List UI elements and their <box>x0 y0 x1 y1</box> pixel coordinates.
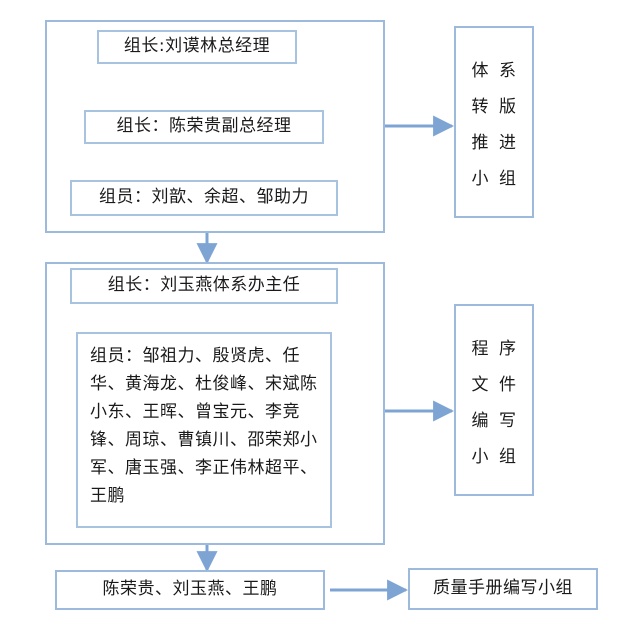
group1-label-char-1-2: 推 <box>471 132 489 153</box>
group2-label-char-1-2: 编 <box>471 410 489 431</box>
group3-members-text: 陈荣贵、刘玉燕、王鹏 <box>102 579 278 600</box>
group1-leader-secondary-text: 组长：陈荣贵副总经理 <box>116 116 292 137</box>
group1-label-char-2-3: 组 <box>499 168 517 189</box>
group1-label-col2: 系 版 进 组 <box>499 56 517 189</box>
group1-members-text: 组员：刘歆、余超、邹助力 <box>99 187 309 208</box>
group2-label-char-1-3: 小 <box>471 446 489 467</box>
group1-leader-secondary-box[interactable]: 组长：陈荣贵副总经理 <box>84 110 324 144</box>
group1-label-col1: 体 转 推 小 <box>472 56 490 189</box>
group1-leader-primary-box[interactable]: 组长:刘谟林总经理 <box>97 30 297 64</box>
group2-label-char-1-0: 程 <box>471 338 489 359</box>
group2-members-box[interactable]: 组员：邹祖力、殷贤虎、任华、黄海龙、杜俊峰、宋斌陈小东、王晖、曾宝元、李竞锋、周… <box>76 332 332 528</box>
group2-label-box[interactable]: 序 件 写 组 程 文 编 小 <box>454 304 534 496</box>
group2-label-char-2-2: 写 <box>499 410 517 431</box>
group2-members-text: 组员：邹祖力、殷贤虎、任华、黄海龙、杜俊峰、宋斌陈小东、王晖、曾宝元、李竞锋、周… <box>90 346 318 506</box>
group2-leader-text: 组长：刘玉燕体系办主任 <box>107 275 301 296</box>
group1-label-box[interactable]: 系 版 进 组 体 转 推 小 <box>454 26 534 218</box>
group1-leader-primary-text: 组长:刘谟林总经理 <box>123 36 271 57</box>
group3-members-box[interactable]: 陈荣贵、刘玉燕、王鹏 <box>55 570 325 610</box>
group3-label-text: 质量手册编写小组 <box>433 578 573 599</box>
group1-label-char-2-0: 系 <box>499 60 517 81</box>
group1-label-vertical-text: 系 版 进 组 体 转 推 小 <box>472 56 517 189</box>
group1-members-box[interactable]: 组员：刘歆、余超、邹助力 <box>70 180 338 216</box>
group2-label-char-2-0: 序 <box>499 338 517 359</box>
group2-label-char-1-1: 文 <box>471 374 489 395</box>
group2-label-vertical-text: 序 件 写 组 程 文 编 小 <box>472 334 517 467</box>
group1-label-char-2-2: 进 <box>499 132 517 153</box>
group2-label-char-2-3: 组 <box>499 446 517 467</box>
group1-label-char-1-1: 转 <box>471 96 489 117</box>
group2-label-col2: 序 件 写 组 <box>499 334 517 467</box>
group2-label-char-2-1: 件 <box>499 374 517 395</box>
group2-label-col1: 程 文 编 小 <box>472 334 490 467</box>
group3-label-box[interactable]: 质量手册编写小组 <box>408 568 598 610</box>
group2-leader-box[interactable]: 组长：刘玉燕体系办主任 <box>70 268 338 304</box>
group1-label-char-1-0: 体 <box>471 60 489 81</box>
group1-label-char-2-1: 版 <box>499 96 517 117</box>
group1-label-char-1-3: 小 <box>471 168 489 189</box>
